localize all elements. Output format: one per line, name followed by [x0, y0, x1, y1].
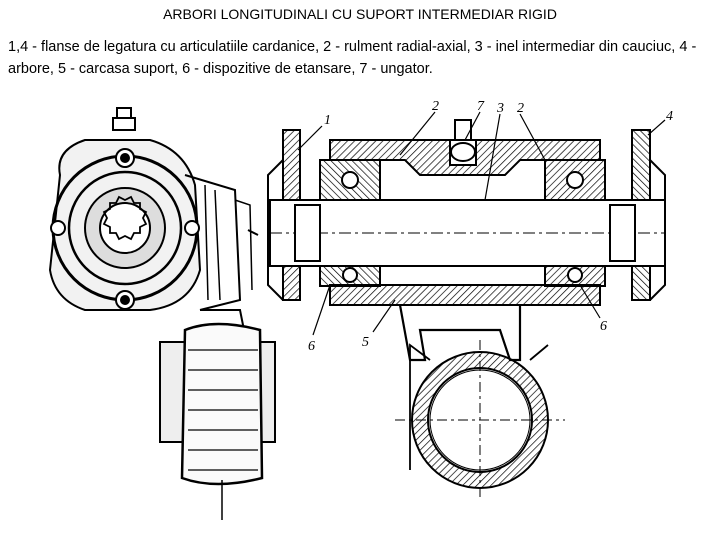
callout-2-right: 2 [517, 101, 524, 116]
callout-3: 3 [496, 101, 504, 116]
technical-drawing: 1 2 7 3 2 4 6 5 6 [48, 100, 673, 520]
callout-6-right: 6 [600, 319, 607, 334]
callout-2-left: 2 [432, 100, 439, 114]
flange-end-view [48, 107, 259, 311]
callout-6-left: 6 [308, 339, 315, 354]
callout-5: 5 [362, 335, 369, 350]
callout-7: 7 [477, 100, 485, 114]
rubber-element-view [159, 309, 276, 520]
leader-lines [297, 111, 666, 336]
callout-1: 1 [324, 113, 331, 128]
callout-4: 4 [666, 109, 673, 124]
page-title: ARBORI LONGITUDINALI CU SUPORT INTERMEDI… [163, 6, 557, 22]
support-section-view [267, 119, 666, 500]
legend-caption: 1,4 - flanse de legatura cu articulatiil… [8, 39, 697, 77]
